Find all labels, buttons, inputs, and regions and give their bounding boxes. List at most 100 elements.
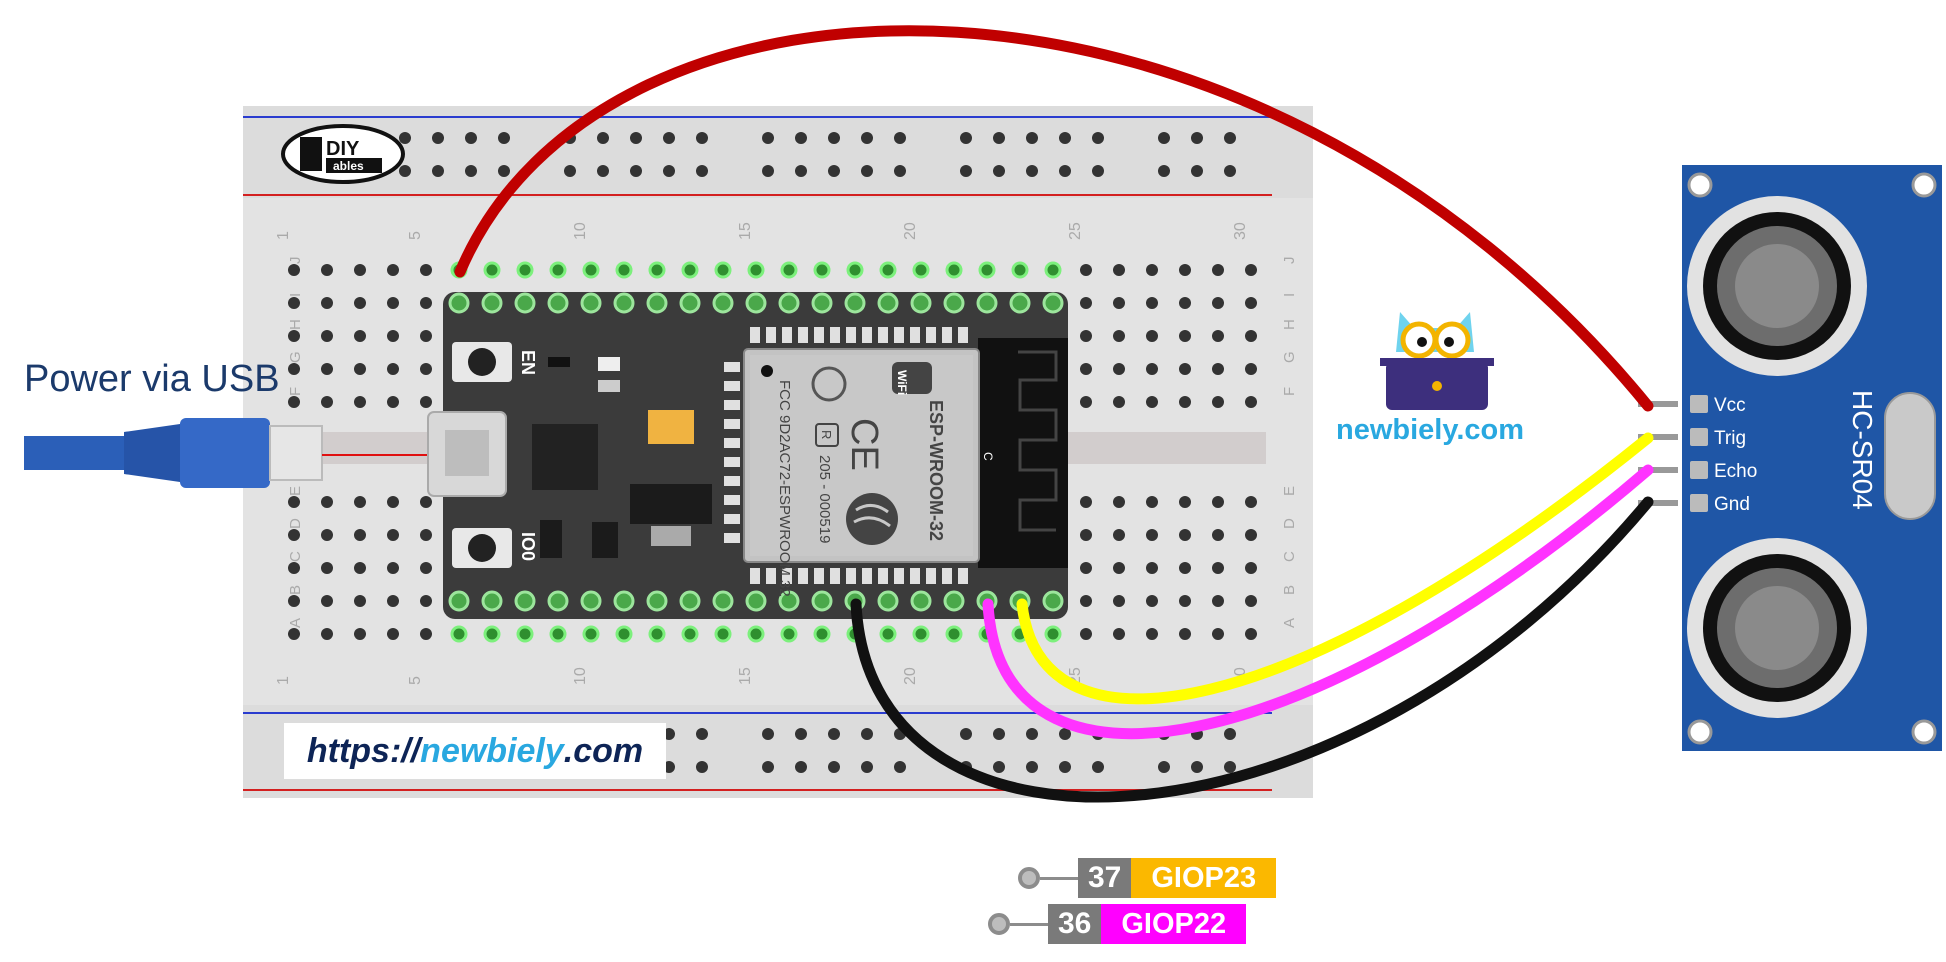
row-letter: E — [287, 486, 304, 496]
rail-hole — [960, 728, 972, 740]
occupied-hole — [714, 625, 732, 643]
breadboard-hole — [321, 529, 333, 541]
rail-hole — [498, 165, 510, 177]
sensor-pin-label: Echo — [1714, 461, 1757, 482]
breadboard-hole — [1146, 363, 1158, 375]
occupied-hole — [714, 261, 732, 279]
breadboard-hole — [1179, 297, 1191, 309]
row-letter: E — [1281, 486, 1298, 496]
header-pin — [910, 590, 932, 612]
header-pin — [811, 292, 833, 314]
occupied-hole — [978, 261, 996, 279]
breadboard-hole — [387, 330, 399, 342]
module-code: 205 - 000519 — [816, 455, 833, 543]
column-number: 30 — [1232, 222, 1249, 240]
en-button: EN — [452, 342, 538, 382]
module-pad — [814, 327, 824, 343]
breadboard-hole — [1179, 330, 1191, 342]
rail-hole — [861, 165, 873, 177]
rail-hole — [564, 165, 576, 177]
occupied-hole — [945, 261, 963, 279]
rail-hole — [1158, 761, 1170, 773]
column-number: 10 — [572, 667, 589, 685]
sensor-pin-label: Vcc — [1714, 395, 1746, 416]
breadboard-hole — [420, 330, 432, 342]
breadboard-hole — [354, 330, 366, 342]
module-pad — [926, 568, 936, 584]
rail-hole — [399, 165, 411, 177]
row-letter: A — [287, 618, 304, 628]
breadboard-hole — [1080, 396, 1092, 408]
transducer-bottom — [1687, 538, 1867, 718]
breadboard-hole — [288, 496, 300, 508]
rail-hole — [498, 132, 510, 144]
occupied-hole — [615, 261, 633, 279]
occupied-hole — [813, 625, 831, 643]
breadboard-hole — [1212, 496, 1224, 508]
breadboard-hole — [354, 628, 366, 640]
rail-hole — [663, 728, 675, 740]
occupied-hole — [516, 261, 534, 279]
rail-hole — [1092, 132, 1104, 144]
breadboard-hole — [1179, 628, 1191, 640]
ce-mark: CE — [843, 418, 885, 471]
sensor-pin-label: Gnd — [1714, 494, 1750, 515]
header-pin — [679, 292, 701, 314]
module-pad — [910, 568, 920, 584]
module-pad — [862, 568, 872, 584]
breadboard-hole — [1146, 628, 1158, 640]
wifi-logo-text: WiFi — [895, 370, 909, 395]
breadboard-hole — [288, 529, 300, 541]
module-pad — [724, 438, 740, 448]
module-pad — [724, 419, 740, 429]
rail-hole — [861, 728, 873, 740]
rail-hole — [828, 132, 840, 144]
breadboard-hole — [321, 297, 333, 309]
breadboard-hole — [420, 496, 432, 508]
occupied-hole — [582, 261, 600, 279]
module-pad — [846, 568, 856, 584]
breadboard-hole — [420, 562, 432, 574]
echo-wire — [982, 464, 1654, 740]
header-pin — [1009, 292, 1031, 314]
esp32-board: EN IO0 C ESP-WROOM-32 FCC 9D2AC72-ESPWRO… — [427, 292, 1068, 619]
module-pad — [910, 327, 920, 343]
rail-hole — [894, 165, 906, 177]
rail-hole — [1224, 165, 1236, 177]
breadboard-hole — [288, 330, 300, 342]
rail-hole — [1092, 165, 1104, 177]
sensor-pin-lead — [1638, 434, 1678, 440]
module-pad — [750, 568, 760, 584]
rail-hole — [960, 132, 972, 144]
owl-logo — [1380, 312, 1494, 410]
rail-hole — [993, 165, 1005, 177]
module-pad — [724, 514, 740, 524]
occupied-hole — [681, 625, 699, 643]
header-pin — [481, 590, 503, 612]
rail-hole — [993, 761, 1005, 773]
rail-hole — [663, 165, 675, 177]
occupied-hole — [912, 261, 930, 279]
breadboard-hole — [420, 396, 432, 408]
column-number: 5 — [407, 231, 424, 240]
breadboard-hole — [1146, 330, 1158, 342]
rail-hole — [1191, 165, 1203, 177]
rail-hole — [828, 728, 840, 740]
breadboard-hole — [1245, 330, 1257, 342]
breadboard-hole — [1212, 595, 1224, 607]
header-pin — [976, 292, 998, 314]
breadboard-hole — [1113, 264, 1125, 276]
breadboard-hole — [1080, 529, 1092, 541]
row-letter: D — [1281, 518, 1298, 529]
occupied-holes — [450, 261, 1062, 643]
occupied-hole — [582, 625, 600, 643]
pin-label-giop23: 37 GIOP23 — [1018, 858, 1277, 898]
occupied-hole — [549, 261, 567, 279]
rail-hole — [630, 132, 642, 144]
rail-hole — [432, 132, 444, 144]
breadboard-hole — [1113, 595, 1125, 607]
breadboard-hole — [1113, 562, 1125, 574]
rail-hole — [1026, 761, 1038, 773]
trig-wire — [1016, 432, 1654, 705]
rail-hole — [795, 132, 807, 144]
